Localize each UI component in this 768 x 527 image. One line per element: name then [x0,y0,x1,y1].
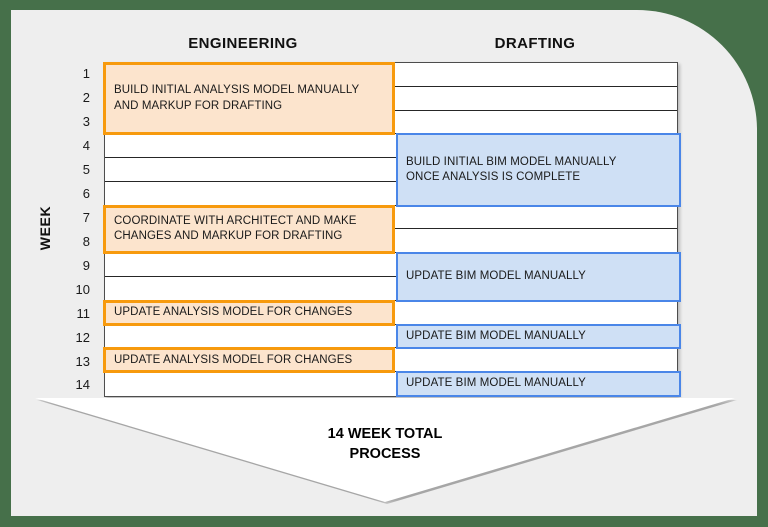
engineering-task-3[interactable]: UPDATE ANALYSIS MODEL FOR CHANGES [103,299,395,326]
week-number-8: 8 [82,233,90,249]
week-number-2: 2 [82,90,90,106]
week-number-5: 5 [82,162,90,178]
drafting-task-1[interactable]: BUILD INITIAL BIM MODEL MANUALLY ONCE AN… [396,133,681,207]
week-number-3: 3 [82,114,90,130]
drafting-task-1-label: BUILD INITIAL BIM MODEL MANUALLY ONCE AN… [406,155,617,184]
engineering-task-1-label: BUILD INITIAL ANALYSIS MODEL MANUALLY AN… [114,84,360,112]
week-number-4: 4 [82,138,90,154]
week-number-9: 9 [82,257,90,273]
engineering-task-3-label: UPDATE ANALYSIS MODEL FOR CHANGES [114,305,353,318]
week-axis-label: WEEK [37,205,53,251]
total-process-label: 14 WEEK TOTAL PROCESS [327,426,443,462]
engineering-task-4-label: UPDATE ANALYSIS MODEL FOR CHANGES [114,353,353,366]
week-number-14: 14 [75,377,90,393]
grid-row [105,253,677,278]
grid-row [105,158,677,182]
drafting-task-4-label: UPDATE BIM MODEL MANUALLY [406,377,586,390]
schedule-grid: BUILD INITIAL ANALYSIS MODEL MANUALLY AN… [103,62,681,397]
drafting-task-3[interactable]: UPDATE BIM MODEL MANUALLY [396,323,681,350]
engineering-task-4[interactable]: UPDATE ANALYSIS MODEL FOR CHANGES [103,347,395,374]
week-number-7: 7 [82,209,90,225]
grid-row [105,134,677,159]
week-number-13: 13 [75,353,90,369]
week-number-6: 6 [82,186,90,202]
week-number-12: 12 [75,329,90,345]
week-number-10: 10 [75,281,90,297]
drafting-task-2[interactable]: UPDATE BIM MODEL MANUALLY [396,252,681,302]
drafting-task-4[interactable]: UPDATE BIM MODEL MANUALLY [396,371,681,397]
week-number-11: 11 [76,305,91,321]
engineering-task-1[interactable]: BUILD INITIAL ANALYSIS MODEL MANUALLY AN… [103,62,395,136]
drafting-task-2-label: UPDATE BIM MODEL MANUALLY [406,270,586,283]
column-header-engineering: ENGINEERING [188,35,298,52]
engineering-task-2[interactable]: COORDINATE WITH ARCHITECT AND MAKE CHANG… [103,204,395,255]
column-header-drafting: DRAFTING [494,35,576,52]
week-number-1: 1 [82,66,90,82]
drafting-task-3-label: UPDATE BIM MODEL MANUALLY [406,329,586,342]
engineering-task-2-label: COORDINATE WITH ARCHITECT AND MAKE CHANG… [114,214,357,243]
